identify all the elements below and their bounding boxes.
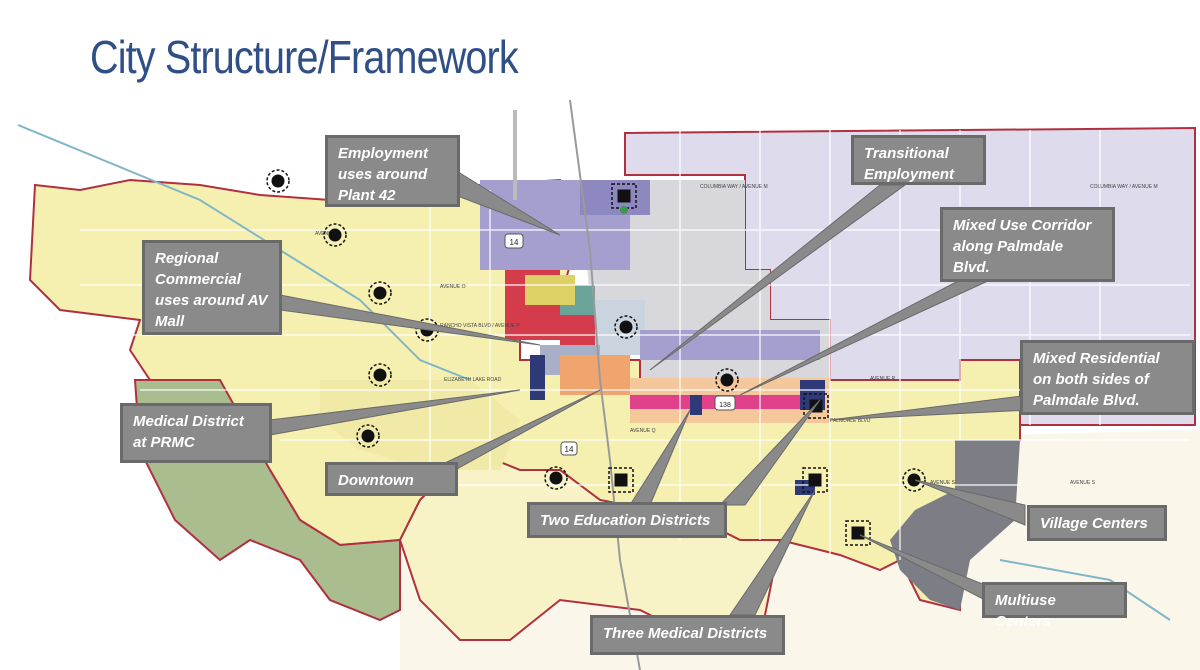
callout-mixed-residential: Mixed Residential on both sides of Palmd… — [1020, 340, 1195, 415]
aqueduct-line — [17, 124, 471, 381]
callout-multiuse-centers: Multiuse Centers — [982, 582, 1127, 630]
village-center-icon — [323, 223, 347, 247]
street-label: COLUMBIA WAY / AVENUE M — [1090, 184, 1158, 190]
page-title: City Structure/Framework — [90, 31, 519, 83]
south-residential-area — [398, 448, 782, 641]
village-center-icon — [902, 468, 926, 492]
route-138-shield: 138 — [714, 395, 736, 411]
callout-village-centers: Village Centers — [1027, 505, 1167, 541]
multiuse-center-icon — [802, 467, 828, 493]
highway-14-shield: 14 — [504, 233, 524, 249]
callout-downtown: Downtown — [325, 462, 458, 496]
street-label: AVENUE O — [440, 284, 466, 290]
village-center-icon — [368, 281, 392, 305]
street-label: AVENUE Q — [630, 428, 656, 434]
route-138-label: 138 — [719, 402, 731, 409]
callout-three-medical: Three Medical Districts — [590, 615, 785, 655]
street-label: AVENUE S — [1070, 480, 1096, 486]
multiuse-center-icon — [608, 467, 634, 493]
village-center-icon — [356, 424, 380, 448]
highway-14-label: 14 — [510, 238, 519, 247]
village-center-markers — [266, 169, 926, 492]
street-label: AVENUE R — [870, 376, 896, 382]
railway-line — [569, 99, 641, 670]
callout-mixed-use-corridor: Mixed Use Corridor along Palmdale Blvd. — [940, 207, 1115, 282]
callout-two-education: Two Education Districts — [527, 502, 727, 538]
village-center-icon — [368, 363, 392, 387]
village-center-icon — [614, 315, 638, 339]
street-label: AVENUE N — [315, 231, 341, 237]
callout-transitional-employment: Transitional Employment — [851, 135, 986, 185]
svg-text:14: 14 — [565, 445, 574, 454]
street-label: COLUMBIA WAY / AVENUE M — [700, 184, 768, 190]
callout-leaders — [269, 169, 1031, 616]
village-center-icon — [715, 368, 739, 392]
callout-regional-commercial: Regional Commercial uses around AV Mall — [142, 240, 282, 335]
callout-employment-plant42: Employment uses around Plant 42 — [325, 135, 460, 207]
street-label: PALMDALE BLVD — [830, 418, 871, 424]
village-center-icon — [544, 466, 568, 490]
callout-medical-district: Medical District at PRMC — [120, 403, 272, 463]
street-label: RANCHO VISTA BLVD / AVENUE P — [440, 323, 520, 329]
street-label: AVENUE S — [930, 480, 956, 486]
street-label: ELIZABETH LAKE ROAD — [444, 377, 502, 383]
highway-14-shield-south: 14 — [560, 441, 578, 456]
village-center-icon — [266, 169, 290, 193]
multiuse-center-icon — [845, 520, 871, 546]
